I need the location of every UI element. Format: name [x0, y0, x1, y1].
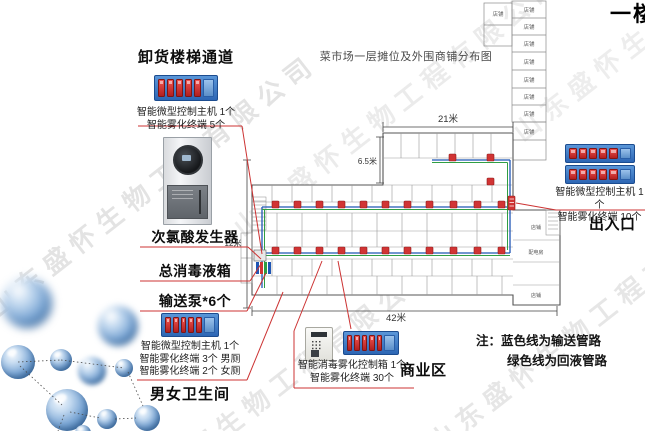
commercial-icons: [305, 327, 399, 361]
equipment-cluster: [253, 249, 271, 274]
svg-text:店铺: 店铺: [523, 40, 535, 48]
floor-label: 一楼: [610, 3, 645, 26]
entrance-line2: 智能雾化终端 10个: [557, 212, 642, 223]
entrance-device-stripes: [509, 198, 514, 207]
unloading-line1: 智能微型控制主机 1个: [136, 107, 236, 118]
page-title: 菜市场一层摊位及外围商铺分布图: [319, 51, 493, 63]
return-pipe: [262, 162, 510, 288]
unloading-line2: 智能雾化终端 5个: [146, 119, 226, 131]
commercial-title: 商业区: [400, 362, 447, 379]
commercial-line2: 智能雾化终端 30个: [310, 372, 394, 384]
entrance-title: 出入口: [589, 216, 636, 233]
svg-text:店铺: 店铺: [531, 292, 541, 299]
svg-text:店铺: 店铺: [523, 58, 535, 66]
note-prefix: 注：: [476, 334, 502, 348]
commercial-line1: 智能消毒雾化控制箱 1个: [297, 360, 407, 371]
unloading-title: 卸货楼梯通道: [137, 49, 234, 66]
atomizer-strip-icon: [154, 75, 218, 101]
bubble-graphic: [78, 357, 106, 385]
tank-label: 总消毒液箱: [158, 263, 232, 279]
shop-labels: 店铺 店铺 店铺 店铺 店铺 店铺 店铺 店铺 店铺: [492, 6, 535, 136]
restroom-annotation: 智能微型控制主机 1个 智能雾化终端 3个 男厕 智能雾化终端 2个 女厕 男女…: [128, 313, 252, 404]
svg-text:店铺: 店铺: [523, 110, 535, 118]
generator-label: 次氯酸发生器: [151, 229, 239, 245]
commercial-annotation: 智能消毒雾化控制箱 1个 智能雾化终端 30个: [288, 360, 416, 385]
note-line1: 蓝色线为输送管路: [501, 334, 602, 348]
svg-text:店铺: 店铺: [523, 23, 535, 31]
floor-plan-walls: [240, 132, 561, 306]
bubble-graphic: [134, 405, 160, 431]
atomizer-terminals: [271, 153, 516, 255]
restroom-title: 男女卫生间: [149, 385, 230, 403]
note-line2: 绿色线为回液管路: [507, 354, 608, 368]
dim-upper-left: 6.5米: [358, 156, 377, 166]
bubble-graphic: [97, 409, 117, 429]
dim-bottom: 42米: [386, 312, 407, 324]
atomizer-strip-icon: [161, 313, 219, 337]
control-box-icon: [305, 327, 333, 361]
atomizer-strip-icon: [564, 165, 635, 184]
atomizer-strip-icon: [343, 331, 399, 355]
wing-room-labels: 店铺 配电房 店铺: [528, 224, 543, 299]
restroom-line3: 智能雾化终端 2个 女厕: [139, 366, 241, 377]
generator-screen: [172, 145, 203, 175]
bubble-graphic: [2, 278, 52, 328]
annotation-leader-lines: [137, 125, 645, 389]
generator-panel: [167, 185, 208, 219]
svg-text:店铺: 店铺: [523, 76, 535, 84]
svg-text:店铺: 店铺: [531, 224, 541, 231]
unloading-annotation: 卸货楼梯通道 智能微型控制主机 1个 智能雾化终端 5个: [126, 46, 246, 132]
svg-text:店铺: 店铺: [492, 10, 504, 18]
svg-text:店铺: 店铺: [523, 93, 535, 101]
pumps-label: 输送泵*6个: [158, 293, 232, 309]
legend-note: 注：蓝色线为输送管路 绿色线为回液管路: [476, 331, 607, 371]
atomizer-strip-icon: [564, 144, 635, 163]
entrance-annotation: 智能微型控制主机 1个 智能雾化终端 10个: [554, 144, 645, 225]
bubble-graphic: [75, 425, 91, 431]
svg-text:店铺: 店铺: [523, 6, 535, 14]
restroom-line2: 智能雾化终端 3个 男厕: [139, 353, 241, 365]
dim-top: 21米: [438, 113, 459, 125]
bubble-links: [17, 359, 144, 431]
generator-image: [163, 137, 212, 225]
svg-text:配电房: 配电房: [528, 249, 543, 256]
svg-text:店铺: 店铺: [523, 128, 535, 136]
bubble-graphic: [46, 389, 88, 431]
dimension-lines: [243, 122, 558, 316]
restroom-line1: 智能微型控制主机 1个: [140, 341, 240, 352]
dimension-labels: 21米 12米 6.5米 42米: [225, 113, 459, 324]
dim-left: 12米: [225, 238, 242, 248]
entrance-line1: 智能微型控制主机 1个: [555, 187, 644, 211]
bubble-graphic: [98, 306, 138, 346]
